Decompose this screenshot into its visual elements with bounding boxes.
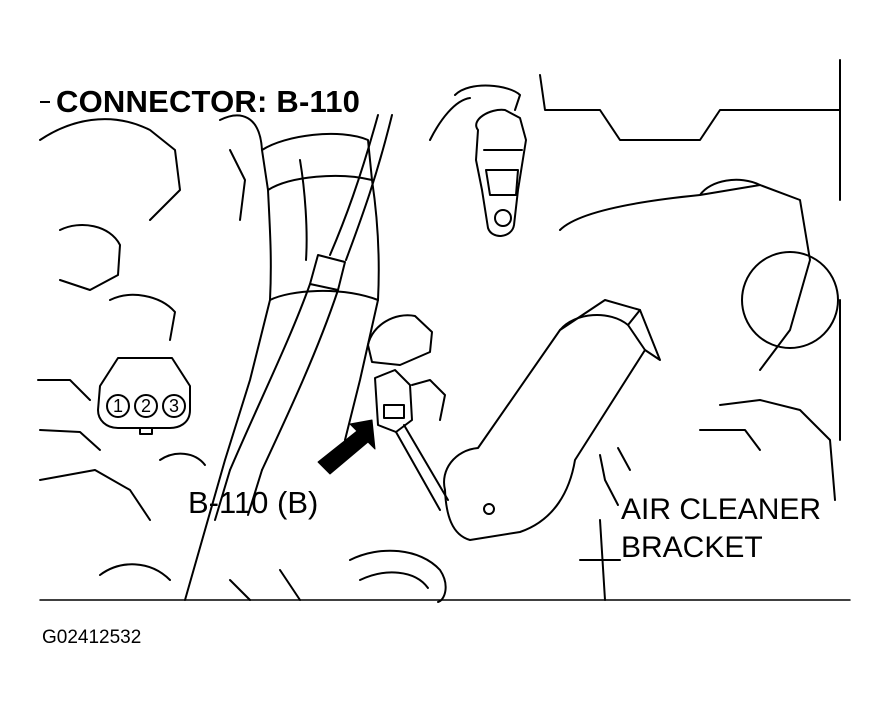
air-cleaner-housing bbox=[539, 59, 841, 601]
connector-title: CONNECTOR: B-110 bbox=[56, 84, 361, 119]
title-dash bbox=[40, 101, 50, 103]
connector-b110-body bbox=[367, 314, 449, 511]
leader-lines bbox=[599, 447, 631, 506]
figure-id: G02412532 bbox=[42, 627, 142, 648]
connector-callout-label: B-110 (B) bbox=[188, 485, 319, 520]
air-cleaner-bracket bbox=[443, 299, 661, 541]
connector-pin-3: 3 bbox=[162, 394, 186, 418]
upper-sensor bbox=[429, 84, 527, 237]
intake-hose bbox=[184, 132, 380, 601]
connector-pin-1: 1 bbox=[106, 394, 130, 418]
connector-pin-2: 2 bbox=[134, 394, 158, 418]
wiring-harness bbox=[214, 114, 393, 521]
callout-arrow-icon bbox=[317, 419, 376, 475]
bracket-callout-line2: BRACKET bbox=[621, 531, 763, 564]
lower-hoses bbox=[159, 452, 447, 603]
bracket-callout-line1: AIR CLEANER bbox=[621, 493, 822, 526]
connector-face-icon bbox=[97, 357, 191, 435]
engine-block-left bbox=[37, 114, 263, 581]
